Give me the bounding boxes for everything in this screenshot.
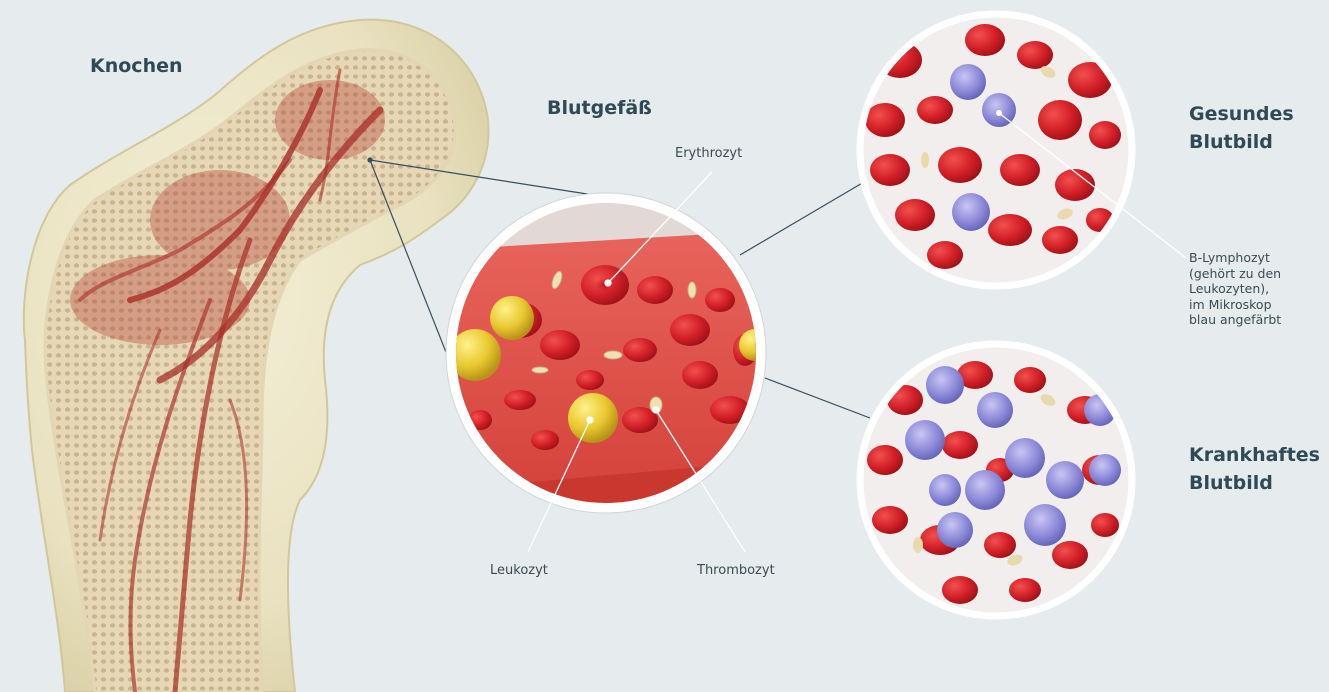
b-lymphocyte-label: B-Lymphozyt (gehört zu den Leukozyten), … (1189, 250, 1324, 328)
erythrocyte-label: Erythrozyt (675, 146, 742, 162)
diseased-blood-smear (858, 340, 1140, 620)
healthy-heading-line2: Blutbild (1189, 128, 1324, 156)
healthy-bloodcount-heading: Gesundes Blutbild (1189, 100, 1324, 156)
healthy-blood-smear (858, 10, 1186, 290)
diseased-heading-line1: Krankhaftes (1189, 441, 1329, 469)
healthy-heading-line1: Gesundes (1189, 100, 1324, 128)
diseased-heading-line2: Blutbild (1189, 469, 1329, 497)
blood-vessel-magnification (440, 190, 780, 520)
leukocyte-label: Leukozyt (490, 563, 548, 579)
bone-heading: Knochen (90, 52, 183, 80)
vessel-heading: Blutgefäß (547, 94, 652, 122)
diseased-bloodcount-heading: Krankhaftes Blutbild (1189, 441, 1329, 497)
thrombocyte-label: Thrombozyt (697, 563, 775, 579)
bone-illustration (24, 20, 489, 692)
